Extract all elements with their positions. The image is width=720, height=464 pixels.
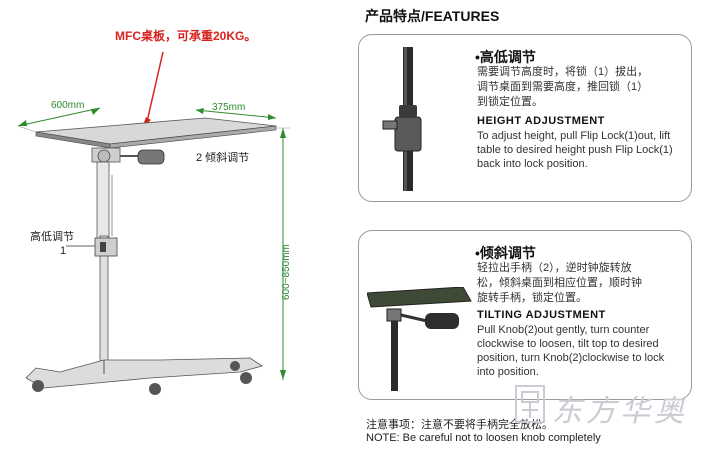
feature-card-tilt: •倾斜调节 轻拉出手柄（2），逆时钟旋转放 松，倾斜桌面到相应位置，顺时钟 旋转… (358, 230, 692, 400)
feature-title-cn: •倾斜调节 (475, 245, 536, 261)
tilt-knob-photo (367, 287, 472, 391)
depth-dimension-label: 375mm (212, 102, 246, 113)
feature-desc-en: Pull Knob(2)out gently, turn counter clo… (477, 324, 665, 378)
feature-title-en: TILTING ADJUSTMENT (477, 309, 606, 321)
laptop-stand-diagram (17, 51, 290, 395)
tilt-adjust-label: 2 倾斜调节 (196, 152, 250, 164)
page-title: 产品特点/FEATURES (365, 8, 500, 24)
height-adjust-label: 高低调节 (30, 231, 74, 243)
feature-card-height: •高低调节 需要调节高度时，将锁（1）拔出， 调节桌面到需要高度，推回锁（1） … (358, 34, 692, 202)
feature-title-en: HEIGHT ADJUSTMENT (477, 115, 605, 127)
note-cn: 注意事项：注意不要将手柄完全放松。 (366, 419, 553, 431)
feature-desc-cn: 轻拉出手柄（2），逆时钟旋转放 松，倾斜桌面到相应位置，顺时钟 旋转手柄，锁定位… (477, 262, 642, 304)
watermark-logo-icon (515, 385, 545, 423)
feature-desc-cn: 需要调节高度时，将锁（1）拔出， 调节桌面到需要高度，推回锁（1） 到锁定位置。 (477, 66, 649, 108)
width-dimension-label: 600mm (51, 100, 85, 111)
height-adjust-number: 1 (60, 245, 67, 257)
feature-desc-en: To adjust height, pull Flip Lock(1)out, … (477, 130, 673, 170)
load-capacity-callout: MFC桌板，可承重20KG。 (115, 29, 257, 43)
note-en: NOTE: Be careful not to loosen knob comp… (366, 432, 601, 444)
feature-title-cn: •高低调节 (475, 49, 536, 65)
height-lock-photo (382, 47, 422, 191)
height-dimension-label: 600~850mm (281, 244, 292, 300)
watermark-text: 东方华奥 (552, 394, 688, 429)
